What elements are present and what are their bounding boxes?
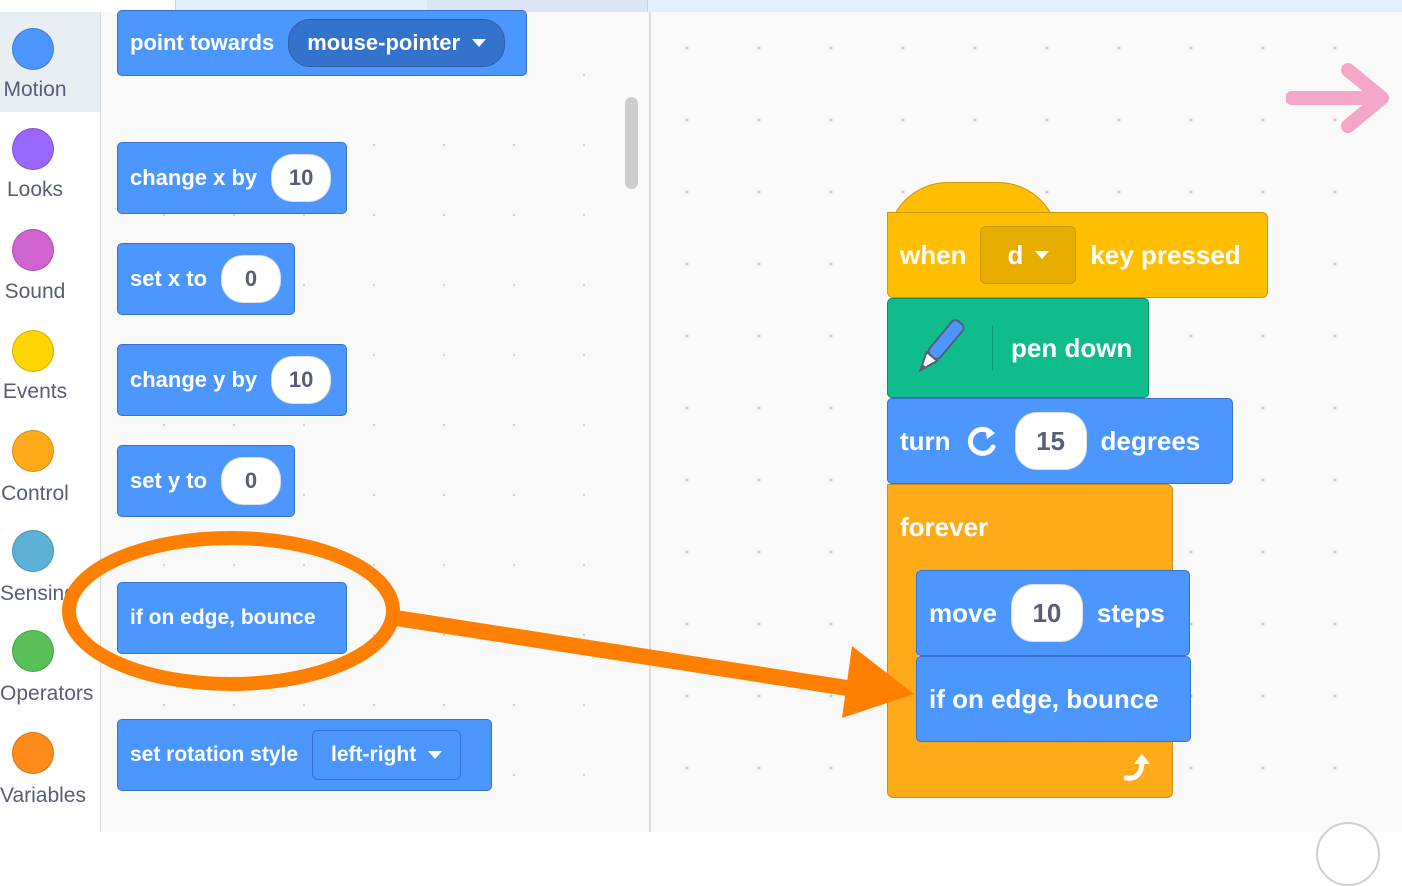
if-on-edge-bounce-script-block[interactable]: if on edge, bounce (916, 656, 1191, 742)
operators-category-icon (12, 630, 54, 672)
category-menu: Motion Looks Sound Events Control Sensin… (0, 12, 101, 832)
block-label: change x by (130, 165, 258, 190)
loop-arrow-icon (1123, 754, 1150, 781)
category-control[interactable]: Control (0, 418, 100, 518)
category-motion[interactable]: Motion (0, 12, 100, 112)
if-on-edge-bounce-block[interactable]: if on edge, bounce (117, 582, 347, 654)
point-towards-block[interactable]: point towards mouse-pointer (117, 10, 527, 76)
chevron-down-icon (1035, 251, 1050, 259)
dropdown-value: mouse-pointer (307, 30, 461, 55)
category-operators[interactable]: Operators (0, 618, 100, 718)
block-label: key pressed (1090, 239, 1241, 270)
block-label: set x to (130, 266, 208, 291)
value-input[interactable]: 0 (221, 457, 282, 505)
forever-block-arm (887, 568, 918, 744)
chevron-down-icon (472, 39, 487, 47)
category-events[interactable]: Events (0, 316, 100, 416)
chevron-down-icon (428, 751, 443, 759)
block-palette (101, 12, 651, 832)
block-label: steps (1096, 597, 1165, 628)
degrees-input[interactable]: 15 (1014, 412, 1087, 470)
events-category-icon (12, 330, 54, 372)
variables-category-icon (12, 732, 54, 774)
steps-input[interactable]: 10 (1010, 584, 1083, 642)
when-key-pressed-block[interactable]: when d key pressed (887, 212, 1268, 298)
set-rotation-style-block[interactable]: set rotation style left-right (117, 719, 492, 791)
block-label: change y by (130, 367, 258, 392)
palette-scrollbar[interactable] (625, 97, 638, 189)
change-y-block[interactable]: change y by 10 (117, 344, 347, 416)
sound-category-icon (12, 229, 54, 271)
value-input[interactable]: 10 (271, 356, 332, 404)
pen-icon (918, 319, 965, 373)
block-label: if on edge, bounce (929, 683, 1159, 714)
category-label: Control (1, 482, 69, 505)
code-tab[interactable] (0, 0, 176, 12)
sensing-category-icon (12, 530, 54, 572)
looks-category-icon (12, 128, 54, 170)
category-label: Motion (3, 78, 67, 101)
turn-degrees-block[interactable]: turn 15 degrees (887, 398, 1233, 484)
control-category-icon (12, 430, 54, 472)
value-input[interactable]: 10 (271, 154, 332, 202)
category-sound[interactable]: Sound (0, 216, 100, 316)
target-dropdown[interactable]: mouse-pointer (288, 19, 506, 67)
dropdown-value: d (1007, 239, 1024, 270)
block-divider (992, 326, 993, 370)
category-label: Events (2, 380, 68, 403)
pen-down-block[interactable]: pen down (887, 298, 1149, 398)
sounds-tab[interactable] (427, 0, 648, 12)
category-label: Sensing (0, 582, 76, 605)
value-input[interactable]: 0 (221, 255, 282, 303)
block-label: degrees (1100, 425, 1201, 456)
set-y-block[interactable]: set y to 0 (117, 445, 295, 517)
block-label: set rotation style (130, 743, 299, 766)
move-steps-block[interactable]: move 10 steps (916, 570, 1190, 656)
block-label: when (900, 239, 967, 270)
block-label: move (929, 597, 997, 628)
forever-block-footer (887, 740, 1173, 798)
block-label: turn (900, 425, 951, 456)
set-x-block[interactable]: set x to 0 (117, 243, 295, 315)
block-label: set y to (130, 468, 208, 493)
rotate-clockwise-icon (967, 426, 996, 456)
arrow-right-icon (1286, 63, 1389, 133)
category-sensing[interactable]: Sensing (0, 518, 100, 618)
forever-block[interactable]: forever (887, 484, 1173, 570)
motion-category-icon (12, 28, 54, 70)
block-label: if on edge, bounce (130, 606, 316, 629)
block-label: pen down (1011, 332, 1133, 363)
dropdown-value: left-right (331, 743, 417, 766)
change-x-block[interactable]: change x by 10 (117, 142, 347, 214)
block-label: forever (900, 512, 989, 542)
category-variables[interactable]: Variables (0, 720, 100, 820)
category-label: Sound (4, 280, 66, 303)
key-dropdown[interactable]: d (980, 226, 1077, 284)
block-label: point towards (130, 30, 275, 55)
category-label: Variables (0, 784, 86, 807)
category-looks[interactable]: Looks (0, 114, 100, 214)
rotation-style-dropdown[interactable]: left-right (312, 730, 462, 780)
category-label: Operators (0, 682, 94, 705)
category-label: Looks (6, 178, 64, 201)
